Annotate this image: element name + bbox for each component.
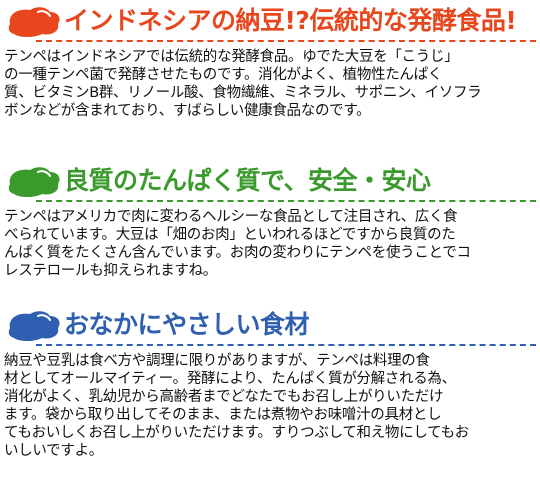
body-line: の一種テンペ菌で発酵させたものです。消化がよく、植物性たんぱく [4, 67, 443, 83]
dashed-divider [36, 40, 536, 42]
dashed-divider [36, 344, 536, 346]
body-line: んぱく質をたくさん含んでいます。お肉の変わりにテンペを使うことでコ [4, 245, 471, 261]
body-line: レステロールも抑えられますね。 [4, 263, 217, 279]
body-line: 材としてオールマイティー。発酵により、たんぱく質が分解される為、 [4, 371, 456, 387]
section-heading: おなかにやさしい食材 [64, 310, 310, 339]
body-line: 消化がよく、乳幼児から高齢者までどなたでもお召し上がりいただけ [4, 389, 444, 405]
red-bean-icon [8, 7, 60, 37]
body-line: テンペはアメリカで肉に変わるヘルシーな食品として注目され、広く食 [4, 209, 458, 225]
green-bean-icon [8, 167, 60, 197]
section-body: テンペはアメリカで肉に変わるヘルシーな食品として注目され、広く食 べられています… [4, 208, 536, 280]
section-indonesia-natto: インドネシアの納豆!?伝統的な発酵食品! テンペはインドネシアでは伝統的な発酵食… [0, 0, 540, 119]
section-header: おなかにやさしい食材 [0, 304, 540, 348]
section-body: テンペはインドネシアでは伝統的な発酵食品。ゆでた大豆を「こうじ」 の一種テンペ菌… [4, 48, 536, 120]
section-gentle-on-stomach: おなかにやさしい食材 納豆や豆乳は食べ方や調理に限りがありますが、テンペは料理の… [0, 304, 540, 459]
body-line: べられています。大豆は「畑のお肉」といわれるほどですから良質のた [4, 227, 456, 243]
body-line: ボンなどが含まれており、すばらしい健康食品なのです。 [4, 103, 371, 119]
section-header: 良質のたんぱく質で、安全・安心 [0, 160, 540, 204]
section-quality-protein: 良質のたんぱく質で、安全・安心 テンペはアメリカで肉に変わるヘルシーな食品として… [0, 160, 540, 279]
section-heading: 良質のたんぱく質で、安全・安心 [64, 166, 431, 195]
section-heading: インドネシアの納豆!?伝統的な発酵食品! [64, 6, 517, 35]
dashed-divider [36, 200, 536, 202]
body-line: 納豆や豆乳は食べ方や調理に限りがありますが、テンペは料理の食 [4, 353, 430, 369]
body-line: 質、ビタミンB群、リノール酸、食物繊維、ミネラル、サポニン、イソフラ [4, 85, 482, 101]
section-body: 納豆や豆乳は食べ方や調理に限りがありますが、テンペは料理の食 材としてオールマイ… [4, 352, 536, 460]
body-line: てもおいしくお召し上がりいただけます。すりつぶして和え物にしてもお [4, 425, 469, 441]
section-header: インドネシアの納豆!?伝統的な発酵食品! [0, 0, 540, 44]
blue-bean-icon [8, 311, 60, 341]
body-line: いしいですよ。 [4, 443, 103, 459]
body-line: テンペはインドネシアでは伝統的な発酵食品。ゆでた大豆を「こうじ」 [4, 49, 459, 65]
body-line: ます。袋から取り出してそのまま、または煮物やお味噌汁の具材とし [4, 407, 442, 423]
